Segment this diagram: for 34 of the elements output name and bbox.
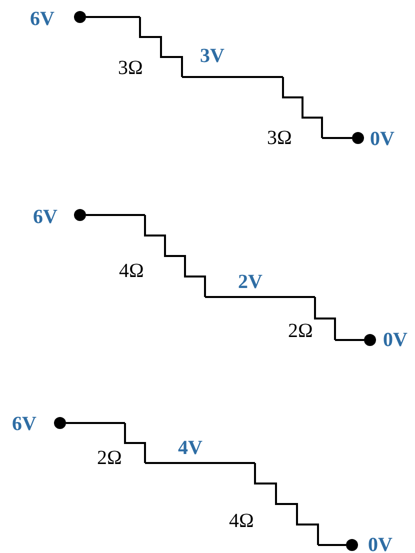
- voltage-label: 4V: [178, 437, 202, 459]
- terminal-dot: [54, 417, 66, 429]
- terminal-dot: [346, 539, 358, 551]
- terminal-dot: [74, 11, 86, 23]
- wire: [182, 76, 283, 78]
- resistance-label: 3Ω: [118, 57, 143, 79]
- resistor-symbol: [144, 215, 206, 297]
- voltage-label: 6V: [30, 8, 54, 30]
- voltage-label: 6V: [33, 206, 58, 228]
- resistance-label: 3Ω: [267, 127, 292, 149]
- resistance-label: 4Ω: [119, 260, 144, 282]
- voltage-label: 3V: [200, 45, 224, 67]
- resistor-symbol: [254, 463, 319, 545]
- terminal-dot: [74, 209, 86, 221]
- resistor-symbol: [124, 423, 146, 463]
- resistance-label: 2Ω: [288, 320, 313, 342]
- voltage-label: 6V: [12, 413, 36, 435]
- wire: [145, 462, 255, 464]
- voltage-label: 0V: [368, 534, 392, 553]
- wire: [322, 137, 352, 139]
- wire: [86, 214, 145, 216]
- voltage-label: 2V: [238, 271, 262, 293]
- wire: [205, 296, 315, 298]
- wire: [318, 544, 346, 546]
- resistor-symbol: [314, 297, 336, 340]
- wire: [66, 422, 125, 424]
- voltage-label: 0V: [383, 329, 408, 351]
- wire: [335, 339, 364, 341]
- terminal-dot: [364, 334, 376, 346]
- terminal-dot: [352, 132, 364, 144]
- resistance-label: 4Ω: [229, 510, 254, 532]
- resistance-label: 2Ω: [97, 447, 122, 469]
- voltage-label: 0V: [370, 128, 394, 150]
- wire: [86, 16, 140, 18]
